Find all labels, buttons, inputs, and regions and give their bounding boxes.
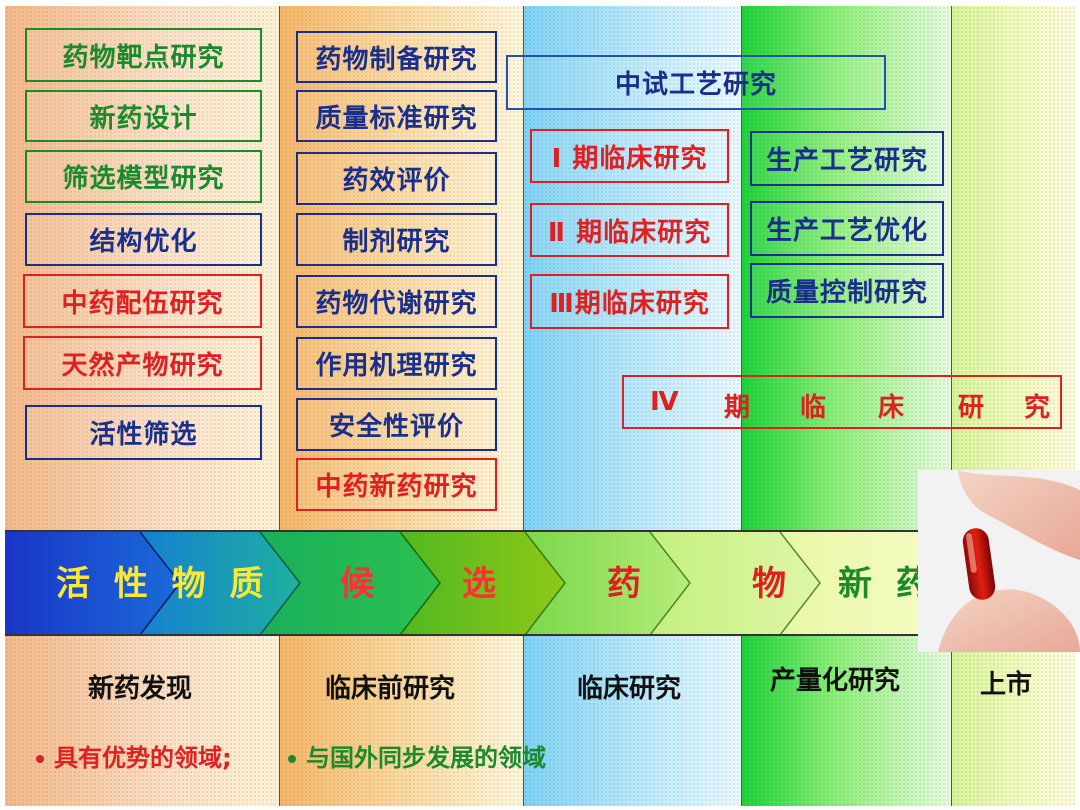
- band-top-border: [5, 530, 1075, 532]
- phase-4-box: Ⅳ 期 临 床 研 究: [622, 375, 1062, 429]
- phase-4-char: 期: [724, 393, 751, 423]
- bullet-dot: [36, 755, 44, 763]
- new-drug-design-box: 新药设计: [25, 90, 262, 142]
- phase-1-box: Ⅰ 期临床研究: [530, 129, 729, 183]
- mechanism-research-box: 作用机理研究: [296, 337, 497, 390]
- activity-screening-box: 活性筛选: [25, 405, 262, 460]
- chevron-edge: [399, 532, 441, 635]
- safety-evaluation-box: 安全性评价: [296, 398, 497, 451]
- sync-domain-bullet: 与国外同步发展的领域: [288, 738, 546, 773]
- quality-control-box: 质量控制研究: [750, 263, 944, 318]
- structure-optimization-box: 结构优化: [25, 213, 262, 266]
- drug-char-2: 物: [752, 564, 786, 604]
- production-process-research-box: 生产工艺研究: [750, 131, 944, 186]
- bullet-dot: [288, 755, 296, 763]
- new-drug-label: 新 药: [838, 564, 936, 604]
- pilot-process-box: 中试工艺研究: [506, 55, 886, 110]
- phase-2-box: Ⅱ 期临床研究: [530, 203, 729, 257]
- chevron-edge: [259, 532, 301, 635]
- phase-3-box: Ⅲ期临床研究: [530, 274, 729, 329]
- drug-preparation-box: 药物制备研究: [296, 31, 497, 83]
- candidate-char-1: 候: [340, 564, 374, 604]
- efficacy-evaluation-box: 药效评价: [296, 152, 497, 205]
- stage-market: 上市: [980, 670, 1033, 700]
- tcm-compatibility-box: 中药配伍研究: [23, 274, 262, 328]
- sync-domain-text: 与国外同步发展的领域: [306, 744, 546, 772]
- screening-model-box: 筛选模型研究: [25, 150, 262, 203]
- band-bottom-border: [5, 634, 1075, 636]
- active-substance-label: 活 性 物 质: [56, 564, 270, 604]
- drug-char-1: 药: [607, 564, 641, 604]
- formulation-research-box: 制剂研究: [296, 213, 497, 266]
- phase-4-char: 究: [1024, 393, 1051, 423]
- chevron-edge: [139, 532, 181, 635]
- chevron-segment: [525, 532, 690, 635]
- drug-target-research-box: 药物靶点研究: [25, 28, 262, 82]
- production-process-optimization-box: 生产工艺优化: [750, 201, 944, 256]
- chevron-segment: [780, 532, 960, 635]
- chevron-segment: [650, 532, 820, 635]
- column-divider: [279, 6, 280, 806]
- column-divider: [951, 6, 952, 806]
- chevron-edge: [779, 532, 821, 635]
- natural-product-box: 天然产物研究: [23, 336, 262, 390]
- phase-4-char: Ⅳ: [650, 387, 679, 417]
- pill-photo: [918, 470, 1080, 652]
- chevron-segment: [5, 532, 180, 635]
- tcm-new-drug-box: 中药新药研究: [296, 458, 497, 511]
- chevron-segment: [400, 532, 565, 635]
- chevron-segment: [260, 532, 440, 635]
- chevron-edge: [524, 532, 566, 635]
- candidate-char-2: 选: [462, 564, 496, 604]
- drug-metabolism-box: 药物代谢研究: [296, 275, 497, 328]
- stage-discovery: 新药发现: [88, 674, 193, 704]
- stage-clinical: 临床研究: [577, 674, 682, 704]
- development-progress-band: [5, 532, 1075, 635]
- column-divider: [523, 6, 524, 806]
- chevron-edge: [649, 532, 691, 635]
- stage-industrialization: 产量化研究: [770, 666, 901, 696]
- stage-preclinical: 临床前研究: [325, 674, 456, 704]
- phase-4-char: 研: [958, 393, 985, 423]
- chevron-segment: [140, 532, 300, 635]
- advantage-domain-text: 具有优势的领域;: [54, 744, 232, 772]
- phase-4-char: 临: [800, 393, 827, 423]
- phase-4-char: 床: [878, 393, 905, 423]
- advantage-domain-bullet: 具有优势的领域;: [36, 738, 232, 773]
- column-divider: [741, 6, 742, 806]
- quality-standard-box: 质量标准研究: [296, 90, 497, 142]
